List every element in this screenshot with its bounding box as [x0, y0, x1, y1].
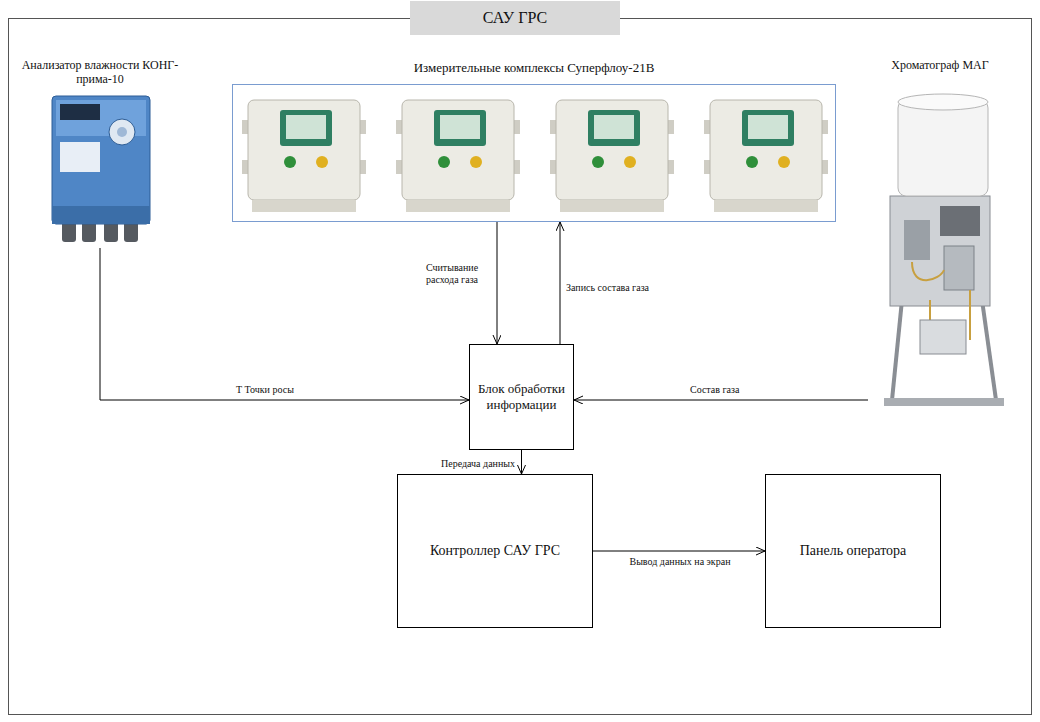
cable-gland	[124, 220, 138, 242]
controller-box: Контроллер САУ ГРС	[397, 474, 593, 628]
analyzer-body	[52, 96, 150, 224]
side-gland	[396, 120, 404, 134]
node-label: Контроллер САУ ГРС	[430, 542, 560, 560]
side-gland	[512, 120, 520, 134]
meter-body	[556, 100, 668, 200]
humidity-analyzer: Анализатор влажности КОНГ-прима-10	[20, 58, 180, 248]
meter-base	[252, 200, 356, 212]
analyzer-dial-center	[117, 127, 127, 137]
meter-base	[406, 200, 510, 212]
meter-display-frame	[434, 110, 486, 146]
weather-cover	[898, 100, 988, 196]
cable-gland	[62, 220, 76, 242]
frame-heading: САУ ГРС	[410, 1, 620, 35]
green-button	[746, 156, 758, 168]
meter-display	[594, 115, 634, 139]
node-label: Блок обработки информации	[475, 381, 568, 414]
flow-meter-group: Измерительные комплексы Суперфлоу-21В	[232, 84, 836, 222]
side-gland	[820, 120, 828, 134]
side-gland	[666, 120, 674, 134]
side-gland	[704, 160, 712, 174]
side-gland	[242, 160, 250, 174]
node-label: Хроматограф МАГ	[868, 58, 1012, 72]
edge-label: Состав газа	[690, 384, 739, 396]
analyzer-display	[60, 104, 100, 120]
meter-display	[440, 115, 480, 139]
chromatograph-body	[890, 196, 990, 306]
signal-arrow	[574, 400, 868, 401]
side-gland	[820, 160, 828, 174]
meter-base	[714, 200, 818, 212]
electronics-box	[940, 206, 980, 236]
cover-top	[898, 94, 988, 110]
signal-arrow	[560, 222, 561, 344]
edge-label: Запись состава газа	[566, 282, 649, 294]
side-gland	[396, 160, 404, 174]
edge-label: Т Точки росы	[236, 384, 294, 396]
side-gland	[704, 120, 712, 134]
meter-base	[560, 200, 664, 212]
signal-arrow	[497, 222, 498, 344]
side-gland	[666, 160, 674, 174]
stand-base	[884, 398, 1004, 406]
green-button	[592, 156, 604, 168]
node-label: Измерительные комплексы Суперфлоу-21В	[232, 60, 836, 76]
node-label: Анализатор влажности КОНГ-прима-10	[20, 58, 180, 87]
humidity-analyzer-picture	[52, 96, 150, 242]
flowmeter-picture	[242, 100, 366, 212]
valve-block	[944, 246, 974, 290]
operator-panel-box: Панель оператора	[765, 474, 941, 628]
meter-body	[710, 100, 822, 200]
signal-arrow	[593, 551, 765, 552]
wiring	[912, 262, 970, 340]
side-gland	[242, 120, 250, 134]
side-gland	[358, 160, 366, 174]
side-gland	[550, 160, 558, 174]
process-box: Блок обработки информации	[469, 344, 574, 450]
signal-arrow	[100, 248, 469, 400]
stand-leg	[892, 300, 902, 400]
signal-arrow	[521, 450, 522, 474]
meter-display-frame	[588, 110, 640, 146]
meter-body	[402, 100, 514, 200]
cable-gland	[82, 220, 96, 242]
yellow-button	[624, 156, 636, 168]
yellow-button	[778, 156, 790, 168]
chromatograph-picture	[884, 94, 1004, 406]
flowmeter-picture	[396, 100, 520, 212]
green-button	[438, 156, 450, 168]
meter-display-frame	[742, 110, 794, 146]
analyzer-plate	[60, 142, 100, 172]
meter-body	[248, 100, 360, 200]
analyzer-bottom	[52, 206, 150, 224]
cable-gland	[104, 220, 118, 242]
analyzer-dial	[109, 119, 135, 145]
side-gland	[550, 120, 558, 134]
analyzer-panel	[56, 100, 146, 136]
stand-leg	[982, 300, 996, 400]
edge-label: Передача данных	[420, 458, 515, 470]
flowmeter-picture	[704, 100, 828, 212]
lower-unit	[920, 320, 966, 354]
system-frame: САУ ГРСАнализатор влажности КОНГ-прима-1…	[8, 18, 1032, 715]
flowmeter-picture	[550, 100, 674, 212]
edge-label: Вывод данных на экран	[615, 556, 745, 568]
green-button	[284, 156, 296, 168]
node-label: Панель оператора	[800, 542, 907, 560]
edge-label: Считывание расхода газа	[412, 262, 492, 286]
side-gland	[358, 120, 366, 134]
chromatograph: Хроматограф МАГ	[868, 58, 1012, 412]
meter-display	[748, 115, 788, 139]
side-gland	[512, 160, 520, 174]
electronics-box	[904, 220, 930, 260]
yellow-button	[470, 156, 482, 168]
meter-display	[286, 115, 326, 139]
meter-display-frame	[280, 110, 332, 146]
yellow-button	[316, 156, 328, 168]
